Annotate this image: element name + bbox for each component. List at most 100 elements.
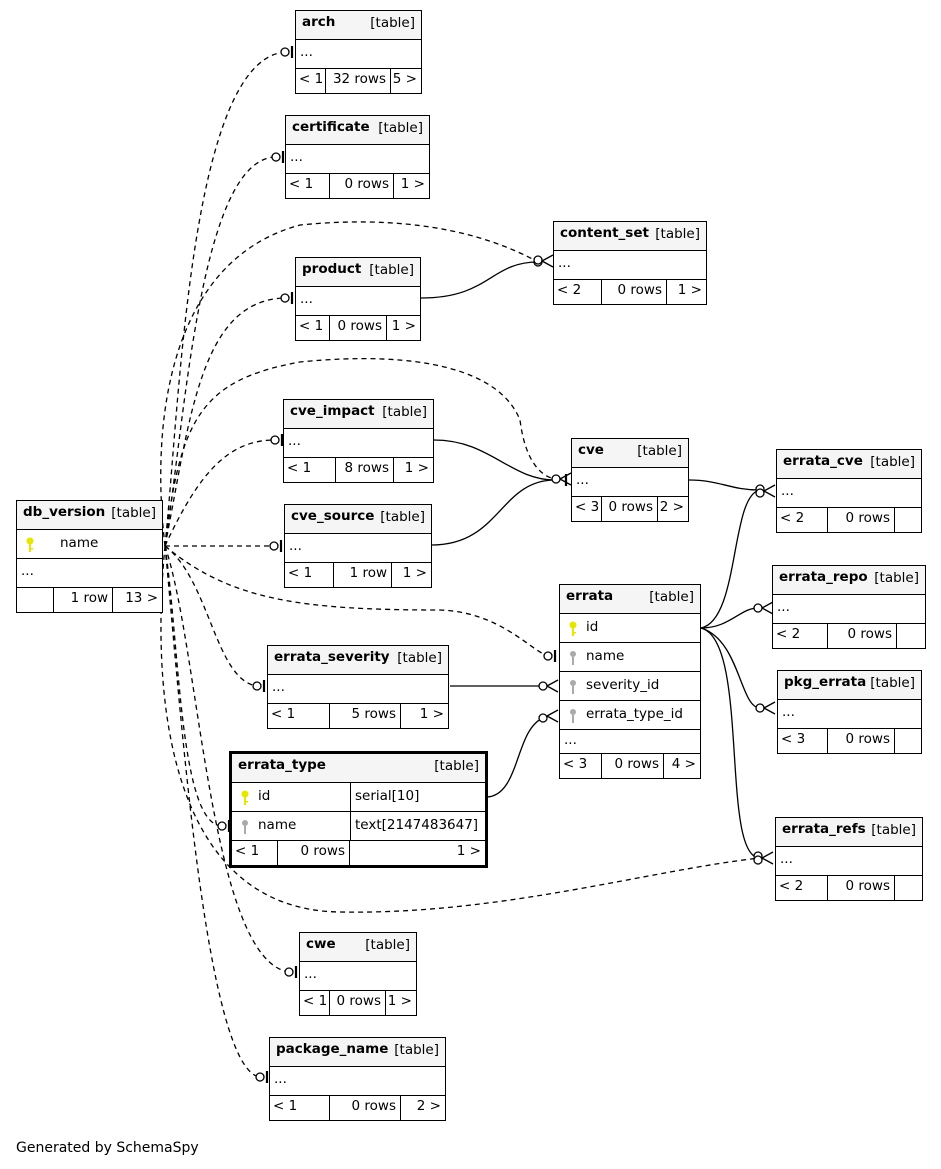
children-cell[interactable]: 1 >	[350, 841, 485, 865]
table-header: cve[table]	[572, 439, 688, 468]
table-footer: < 1 0 rows 1 >	[286, 174, 429, 198]
table-errata_type[interactable]: errata_type[table] id serial[10] name te…	[229, 751, 488, 868]
rows-cell: 5 rows	[330, 704, 401, 728]
field-name: errata_type_id	[586, 706, 683, 722]
table-type: [table]	[871, 822, 916, 838]
children-cell[interactable]: 1 >	[667, 280, 706, 304]
parents-cell[interactable]: < 3	[572, 497, 602, 521]
parents-count: < 1	[299, 318, 324, 334]
ellipsis-row: ...	[560, 730, 700, 754]
table-footer: < 2 0 rows	[776, 876, 922, 900]
parents-cell[interactable]: < 2	[777, 508, 828, 532]
ellipsis-row: ...	[778, 700, 921, 729]
field-row[interactable]: severity_id	[560, 672, 700, 701]
ellipsis: ...	[21, 563, 34, 579]
table-cve[interactable]: cve[table] ... < 3 0 rows 2 >	[571, 438, 689, 522]
ellipsis-row: ...	[773, 595, 925, 624]
table-footer: < 1 0 rows 1 >	[300, 991, 416, 1015]
children-cell[interactable]: 4 >	[664, 754, 700, 778]
table-product[interactable]: product[table] ... < 1 0 rows 1 >	[295, 257, 421, 341]
table-errata_refs[interactable]: errata_refs[table] ... < 2 0 rows	[775, 817, 923, 901]
parents-cell[interactable]: < 2	[773, 624, 828, 648]
table-header: certificate[table]	[286, 116, 429, 145]
table-header: errata_cve[table]	[777, 450, 921, 479]
table-errata[interactable]: errata[table] id name severity_id errata…	[559, 584, 701, 779]
children-cell[interactable]: 13 >	[113, 588, 162, 612]
parents-cell[interactable]: < 2	[554, 280, 602, 304]
parents-cell[interactable]	[17, 588, 54, 612]
children-cell[interactable]	[897, 624, 925, 648]
table-content_set[interactable]: content_set[table] ... < 2 0 rows 1 >	[553, 221, 707, 305]
parents-cell[interactable]: < 3	[778, 729, 828, 753]
table-name: cve	[578, 442, 604, 458]
edge-cve_source-cve	[431, 479, 556, 546]
parents-cell[interactable]: < 1	[285, 563, 334, 587]
children-cell[interactable]	[895, 876, 922, 900]
children-cell[interactable]: 5 >	[391, 69, 421, 93]
edge-dbversion-arch	[164, 51, 286, 547]
table-cwe[interactable]: cwe[table] ... < 1 0 rows 1 >	[299, 932, 417, 1016]
rows-cell: 0 rows	[330, 316, 387, 340]
row-count: 8 rows	[344, 460, 389, 476]
children-cell[interactable]: 2 >	[658, 497, 688, 521]
ellipsis-row: ...	[296, 287, 420, 316]
edge-dbversion-errata_severity	[164, 545, 258, 687]
table-errata_repo[interactable]: errata_repo [table] ... < 2 0 rows	[772, 565, 926, 649]
rows-cell: 0 rows	[330, 991, 386, 1015]
field-row[interactable]: name text[2147483647]	[232, 812, 485, 841]
table-footer: < 1 0 rows 1 >	[296, 316, 420, 340]
table-name: errata_repo	[779, 569, 868, 585]
generated-by-caption[interactable]: Generated by SchemaSpy	[16, 1140, 199, 1156]
parents-count: < 2	[779, 878, 804, 894]
table-cve_source[interactable]: cve_source[table] ... < 1 1 row 1 >	[284, 504, 432, 588]
parents-cell[interactable]: < 2	[776, 876, 828, 900]
table-errata_cve[interactable]: errata_cve[table] ... < 2 0 rows	[776, 449, 922, 533]
field-row[interactable]: id serial[10]	[232, 783, 485, 812]
children-cell[interactable]: 1 >	[386, 991, 416, 1015]
parents-cell[interactable]: < 1	[232, 841, 278, 865]
table-type: [table]	[874, 570, 919, 586]
parents-cell[interactable]: < 1	[296, 316, 330, 340]
ellipsis: ...	[289, 538, 302, 554]
parents-cell[interactable]: < 1	[286, 174, 330, 198]
field-name: id	[586, 619, 599, 635]
table-certificate[interactable]: certificate[table] ... < 1 0 rows 1 >	[285, 115, 430, 199]
edge-dbversion-errata_type	[164, 545, 223, 827]
table-package_name[interactable]: package_name[table] ... < 1 0 rows 2 >	[269, 1037, 446, 1121]
table-errata_severity[interactable]: errata_severity[table] ... < 1 5 rows 1 …	[267, 645, 449, 729]
rows-cell: 0 rows	[828, 624, 897, 648]
parents-count: < 1	[273, 1098, 298, 1114]
parents-cell[interactable]: < 1	[296, 69, 326, 93]
field-row[interactable]: name	[560, 643, 700, 672]
children-cell[interactable]: 1 >	[401, 704, 448, 728]
parents-cell[interactable]: < 1	[284, 458, 336, 482]
parents-cell[interactable]: < 1	[268, 704, 330, 728]
table-pkg_errata[interactable]: pkg_errata[table] ... < 3 0 rows	[777, 670, 922, 754]
field-row[interactable]: id	[560, 614, 700, 643]
parents-count: < 1	[271, 706, 296, 722]
children-cell[interactable]	[895, 508, 921, 532]
children-cell[interactable]: 1 >	[394, 174, 429, 198]
parents-cell[interactable]: < 1	[270, 1096, 330, 1120]
field-name: name	[258, 817, 297, 833]
table-db_version[interactable]: db_version[table] name ... 1 row 13 >	[16, 500, 163, 613]
field-row[interactable]: errata_type_id	[560, 701, 700, 730]
key-icon	[568, 621, 578, 637]
children-cell[interactable]: 1 >	[387, 316, 420, 340]
field-name: id	[258, 788, 271, 804]
table-name: errata_severity	[274, 649, 390, 665]
edge-dbversion-content_set	[160, 221, 539, 547]
children-cell[interactable]: 1 >	[392, 563, 431, 587]
table-arch[interactable]: arch[table] ... < 1 32 rows 5 >	[295, 10, 422, 94]
parents-cell[interactable]: < 3	[560, 754, 602, 778]
parents-count: < 3	[563, 756, 588, 772]
children-cell[interactable]: 1 >	[394, 458, 433, 482]
rows-cell: 1 row	[334, 563, 392, 587]
table-header: cwe[table]	[300, 933, 416, 962]
ellipsis: ...	[272, 679, 285, 695]
parents-cell[interactable]: < 1	[300, 991, 330, 1015]
children-cell[interactable]: 2 >	[401, 1096, 445, 1120]
children-cell[interactable]	[895, 729, 921, 753]
field-row[interactable]: name	[17, 530, 162, 559]
table-cve_impact[interactable]: cve_impact[table] ... < 1 8 rows 1 >	[283, 399, 434, 483]
